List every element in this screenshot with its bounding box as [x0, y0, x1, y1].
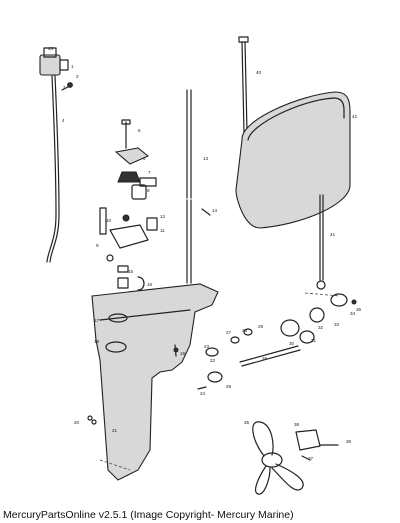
callout-label: 43 [48, 46, 54, 51]
callout-label: 21 [112, 428, 118, 433]
callout-label: 22 [210, 358, 216, 363]
exploded-parts-diagram: 1 2 3 4 5 6 7 8 9 10 11 12 13 14 15 16 1… [39, 36, 362, 495]
callout-label: 12 [160, 214, 166, 219]
callout-label: 36 [356, 307, 362, 312]
callout-labels: 1 2 3 4 5 6 7 8 9 10 11 12 13 14 15 16 1… [48, 46, 362, 461]
callout-label: 28 [242, 328, 248, 333]
callout-label: 2 [76, 74, 79, 79]
callout-label: 4 [62, 118, 65, 123]
callout-label: 11 [160, 228, 165, 233]
callout-label: 24 [200, 391, 206, 396]
exhaust-housing-assembly [235, 36, 351, 290]
callout-label: 15 [128, 269, 134, 274]
callout-label: 18 [94, 339, 100, 344]
callout-label: 27 [226, 330, 232, 335]
callout-label: 34 [350, 311, 356, 316]
callout-label: 41 [330, 232, 336, 237]
callout-label: 3 [63, 85, 66, 90]
callout-label: 10 [106, 218, 112, 223]
copyright-caption: MercuryPartsOnline v2.5.1 (Image Copyrig… [3, 509, 294, 521]
callout-label: 42 [352, 114, 358, 119]
callout-label: 33 [334, 322, 340, 327]
callout-label: 32 [318, 325, 324, 330]
callout-label: 35 [244, 420, 250, 425]
callout-label: 17 [94, 318, 100, 323]
callout-label: 20 [74, 420, 80, 425]
callout-label: 16 [147, 282, 153, 287]
callout-label: 13 [203, 156, 209, 161]
callout-label: 7 [148, 170, 151, 175]
callout-label: 29 [258, 324, 264, 329]
callout-label: 9 [96, 243, 99, 248]
callout-label: 37 [308, 456, 314, 461]
callout-label: 23 [204, 344, 210, 349]
gearcase-housing [87, 283, 219, 481]
callout-label: 6 [143, 156, 146, 161]
callout-label: 40 [256, 70, 262, 75]
callout-label: 31 [311, 338, 317, 343]
callout-label: 1 [71, 64, 74, 69]
callout-label: 26 [262, 356, 268, 361]
callout-label: 39 [346, 439, 352, 444]
callout-label: 25 [226, 384, 232, 389]
callout-label: 14 [212, 208, 218, 213]
callout-label: 30 [289, 341, 295, 346]
callout-label: 8 [147, 188, 150, 193]
water-pump-assembly [99, 89, 211, 291]
callout-label: 38 [294, 422, 300, 427]
gear-train-assembly [197, 292, 357, 390]
propeller [252, 421, 339, 495]
callout-label: 19 [180, 351, 186, 356]
shift-rod-assembly [39, 47, 73, 263]
callout-label: 5 [138, 128, 141, 133]
